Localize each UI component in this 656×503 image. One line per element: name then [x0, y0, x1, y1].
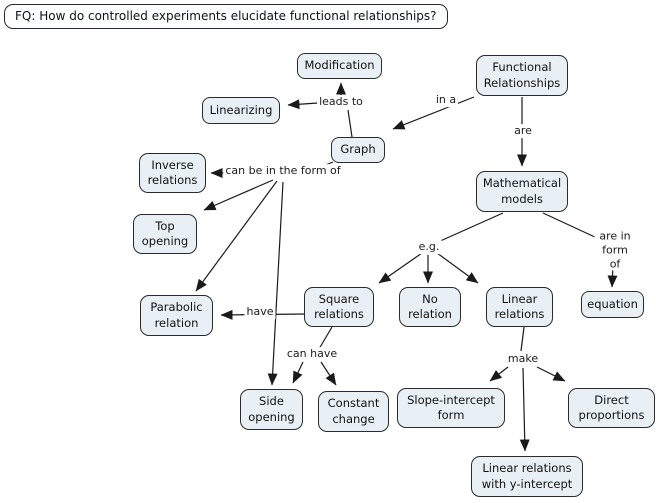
connector-line — [392, 96, 475, 130]
connector-line — [436, 252, 479, 284]
connector-line — [520, 326, 525, 352]
node-linear-relations[interactable]: Linear relations — [486, 287, 553, 327]
focus-question-box[interactable]: FQ: How do controlled experiments elucid… — [4, 4, 448, 29]
edge-label-can-be-in-the-form-of[interactable]: can be in the form of — [223, 164, 343, 178]
connector-line — [318, 326, 333, 350]
connector-line — [320, 361, 337, 386]
node-top-opening[interactable]: Top opening — [133, 214, 197, 254]
connector-line — [489, 366, 509, 382]
edge-label-are[interactable]: are — [512, 124, 534, 138]
node-constant-change[interactable]: Constant change — [318, 391, 389, 432]
node-linear-relations-with-y-intercept[interactable]: Linear relations with y-intercept — [471, 456, 583, 497]
connector-line — [292, 361, 304, 384]
connector-line — [437, 212, 504, 243]
connector-line — [542, 212, 598, 239]
node-modification[interactable]: Modification — [297, 53, 382, 79]
edge-label-in-a[interactable]: in a — [433, 93, 459, 107]
node-direct-proportions[interactable]: Direct proportions — [568, 388, 655, 428]
edge-label-eg[interactable]: e.g. — [416, 240, 442, 254]
node-square-relations[interactable]: Square relations — [304, 287, 374, 327]
node-equation[interactable]: equation — [581, 291, 644, 318]
connector-line — [203, 179, 274, 211]
edge-label-can-have[interactable]: can have — [284, 347, 340, 361]
node-side-opening[interactable]: Side opening — [240, 389, 303, 430]
node-functional-relationships[interactable]: Functional Relationships — [476, 55, 568, 96]
node-parabolic-relation[interactable]: Parabolic relation — [140, 295, 213, 336]
edge-label-make[interactable]: make — [505, 352, 541, 366]
connector-line — [267, 181, 284, 386]
connector-line — [287, 99, 319, 110]
node-inverse-relations[interactable]: Inverse relations — [139, 153, 206, 193]
connector-line — [378, 252, 423, 284]
connector-line — [195, 180, 278, 292]
edge-label-have[interactable]: have — [244, 305, 276, 319]
connector-line — [519, 367, 530, 452]
connector-line — [347, 109, 353, 138]
node-slope-intercept-form[interactable]: Slope-intercept form — [397, 388, 505, 428]
node-mathematical-models[interactable]: Mathematical models — [476, 171, 568, 212]
node-graph[interactable]: Graph — [331, 137, 385, 163]
node-no-relation[interactable]: No relation — [399, 287, 461, 327]
connector-line — [536, 366, 566, 382]
edge-label-are-in-form-of[interactable]: are in form of — [594, 229, 636, 271]
edge-label-leads-to[interactable]: leads to — [317, 95, 365, 109]
node-linearizing[interactable]: Linearizing — [202, 97, 280, 124]
